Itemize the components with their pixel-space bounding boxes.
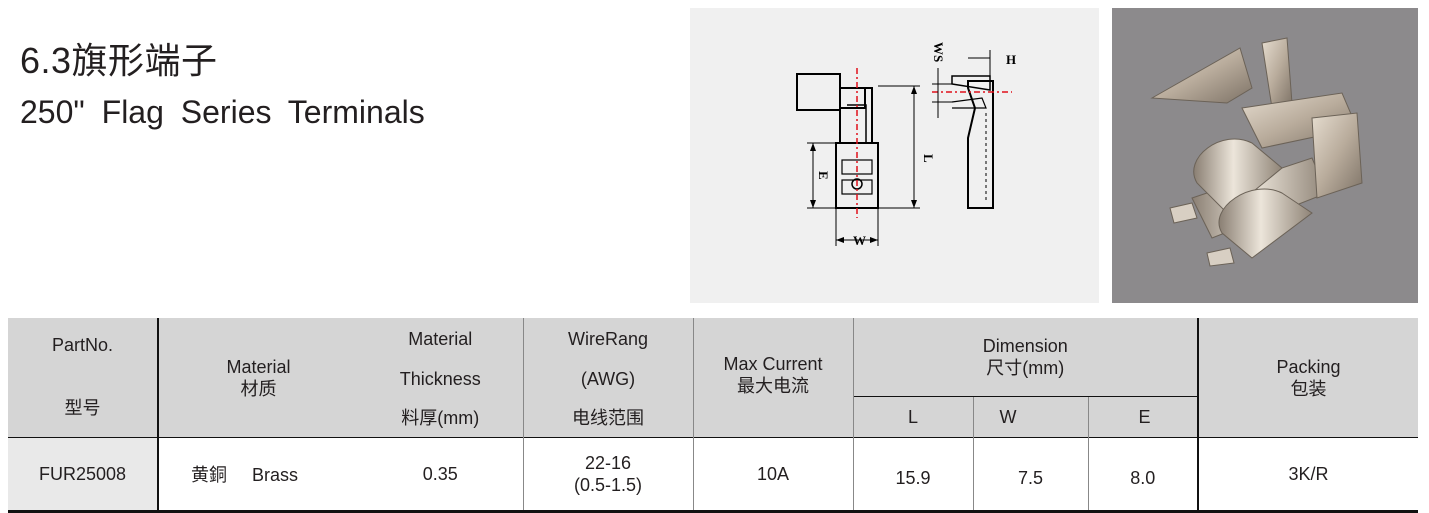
cell-packing: 3K/R xyxy=(1197,437,1419,513)
cell-max-current: 10A xyxy=(693,437,854,513)
slot-upper xyxy=(841,159,873,175)
cell-wire-awg: 22-16 xyxy=(584,453,632,473)
header-part-no: PartNo. 型号 xyxy=(8,318,158,438)
cell-thickness: 0.35 xyxy=(358,437,524,513)
cell-dim-e: 8.0 xyxy=(1088,437,1199,513)
cell-wire-range: 22-16 (0.5-1.5) xyxy=(523,437,694,513)
header-dim-e: E xyxy=(1088,396,1199,438)
photo-flag-tab xyxy=(1150,47,1253,104)
cell-material-en: Brass xyxy=(252,465,299,485)
technical-drawing: L E W WS H xyxy=(796,42,1016,248)
header-part-no-en: PartNo. xyxy=(51,335,114,355)
photo-lead-right xyxy=(1206,247,1235,267)
header-packing-en: Packing xyxy=(1276,356,1341,377)
cell-part-no: FUR25008 xyxy=(8,437,158,513)
header-thickness-en2: Thickness xyxy=(399,368,481,389)
header-max-current: Max Current 最大电流 xyxy=(693,318,854,438)
cell-material: 黄銅 Brass xyxy=(157,437,358,513)
page-title-english: 250" Flag Series Terminals xyxy=(20,94,425,130)
photo-flag-top xyxy=(1261,37,1293,109)
header-material-cn: 材质 xyxy=(240,378,277,399)
photo-barrel-left xyxy=(1193,138,1283,214)
cell-dim-w: 7.5 xyxy=(973,437,1089,513)
cell-material-cn: 黄銅 xyxy=(191,465,227,485)
page-title-chinese: 6.3旗形端子 xyxy=(20,40,218,81)
dim-label-w: W xyxy=(853,233,866,248)
terminal-photo-illustration xyxy=(1150,37,1363,267)
dim-label-h: H xyxy=(1006,52,1016,67)
header-packing: Packing 包装 xyxy=(1197,318,1419,438)
header-thickness-en1: Material xyxy=(408,328,473,349)
header-wire-range: WireRang (AWG) 电线范围 xyxy=(523,318,694,438)
header-material: Material 材质 xyxy=(157,318,358,438)
header-wire-range-awg: (AWG) xyxy=(580,368,636,389)
side-view-arm xyxy=(951,97,987,109)
header-dimension: Dimension 尺寸(mm) xyxy=(853,318,1199,397)
header-thickness-cn: 料厚(mm) xyxy=(401,407,480,428)
cell-dim-l: 15.9 xyxy=(853,437,974,513)
header-packing-cn: 包装 xyxy=(1290,378,1327,399)
dim-label-l: L xyxy=(921,154,936,163)
header-dim-l: L xyxy=(853,396,974,438)
body-inner-outline xyxy=(847,104,867,143)
table-row: FUR25008 黄銅 Brass 0.35 22-16 (0.5-1.5) 1… xyxy=(8,437,1419,513)
dim-label-e: E xyxy=(816,171,831,180)
product-photo xyxy=(1112,8,1418,303)
dim-label-ws: WS xyxy=(931,42,946,62)
header-wire-range-en: WireRang xyxy=(567,328,649,349)
header-dimension-cn: 尺寸(mm) xyxy=(986,358,1065,378)
header-max-current-cn: 最大电流 xyxy=(737,375,809,396)
header-thickness: Material Thickness 料厚(mm) xyxy=(358,318,524,438)
body-upper-outline xyxy=(839,87,873,144)
header-part-no-cn: 型号 xyxy=(64,398,101,418)
header-wire-range-cn: 电线范围 xyxy=(572,407,644,428)
photo-barrel-right xyxy=(1218,188,1313,259)
photo-carrier xyxy=(1311,112,1363,199)
side-view-outline xyxy=(967,80,994,209)
photo-lead-left xyxy=(1169,202,1198,224)
header-dim-w: W xyxy=(973,396,1089,438)
cell-wire-mm: (0.5-1.5) xyxy=(573,475,643,495)
technical-drawing-panel: L E W WS H xyxy=(690,8,1099,303)
spec-table: PartNo. 型号 Material 材质 Material Thicknes… xyxy=(8,318,1419,513)
flag-outline xyxy=(796,73,866,111)
header-dimension-en: Dimension xyxy=(982,336,1068,356)
header-max-current-en: Max Current xyxy=(723,353,823,374)
header-material-en: Material xyxy=(226,356,291,377)
side-view-flap xyxy=(951,75,991,91)
